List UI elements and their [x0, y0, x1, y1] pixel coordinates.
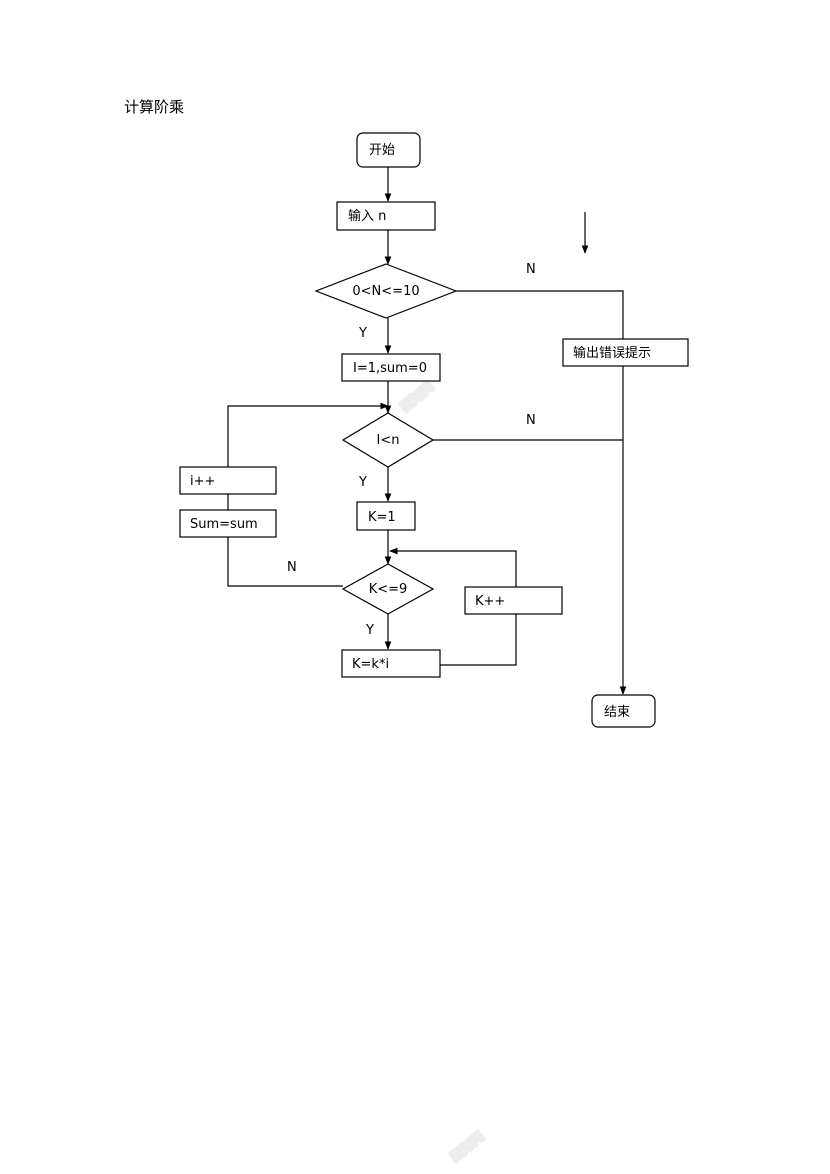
node-sum-assign: Sum=sum — [179, 509, 277, 538]
node-init: I=1,sum=0 — [341, 353, 441, 382]
edge-check-error — [456, 290, 624, 339]
node-sum-assign-label: Sum=sum — [190, 517, 258, 532]
node-start-label: 开始 — [369, 143, 395, 158]
node-init-k-label: K=1 — [368, 510, 396, 525]
edge-loop-k-sum — [227, 537, 343, 587]
label-k-no: N — [287, 560, 297, 575]
node-loop-i: I<n — [341, 412, 435, 468]
node-k-inc: K++ — [464, 586, 563, 615]
node-loop-i-label: I<n — [377, 433, 400, 448]
node-input: 输入 n — [336, 201, 436, 231]
label-k-yes: Y — [365, 623, 374, 638]
node-loop-k: K<=9 — [341, 563, 435, 615]
node-error-label: 输出错误提示 — [573, 345, 651, 361]
node-i-inc-label: i++ — [190, 474, 215, 489]
watermark-text-bottom: 图知网 — [447, 1128, 487, 1165]
page-title: 计算阶乘 — [124, 98, 185, 116]
node-end-label: 结束 — [604, 705, 630, 720]
edges — [227, 167, 627, 695]
label-range-yes: Y — [358, 326, 367, 341]
node-init-label: I=1,sum=0 — [353, 361, 427, 376]
node-k-inc-label: K++ — [475, 594, 505, 609]
label-i-no: N — [526, 413, 536, 428]
node-multiply-label: K=k*i — [352, 657, 389, 672]
edge-multiply-k-inc — [440, 614, 517, 666]
node-start: 开始 — [356, 132, 421, 168]
label-range-no: N — [526, 262, 536, 277]
node-end: 结束 — [591, 694, 656, 728]
node-check-range: 0<N<=10 — [314, 263, 458, 319]
node-i-inc: i++ — [179, 466, 277, 495]
watermark-text: 图知网 — [397, 378, 437, 415]
node-init-k: K=1 — [356, 501, 416, 531]
node-loop-k-label: K<=9 — [369, 582, 408, 597]
node-input-label: 输入 n — [348, 208, 386, 224]
node-check-range-label: 0<N<=10 — [352, 284, 419, 299]
watermark: 图知网 图知网 — [396, 377, 488, 1166]
node-error: 输出错误提示 — [562, 338, 689, 367]
edge-i-inc-loop-i — [227, 402, 389, 467]
edge-k-inc-loop-k — [389, 547, 517, 587]
node-multiply: K=k*i — [341, 649, 441, 678]
label-i-yes: Y — [358, 475, 367, 490]
